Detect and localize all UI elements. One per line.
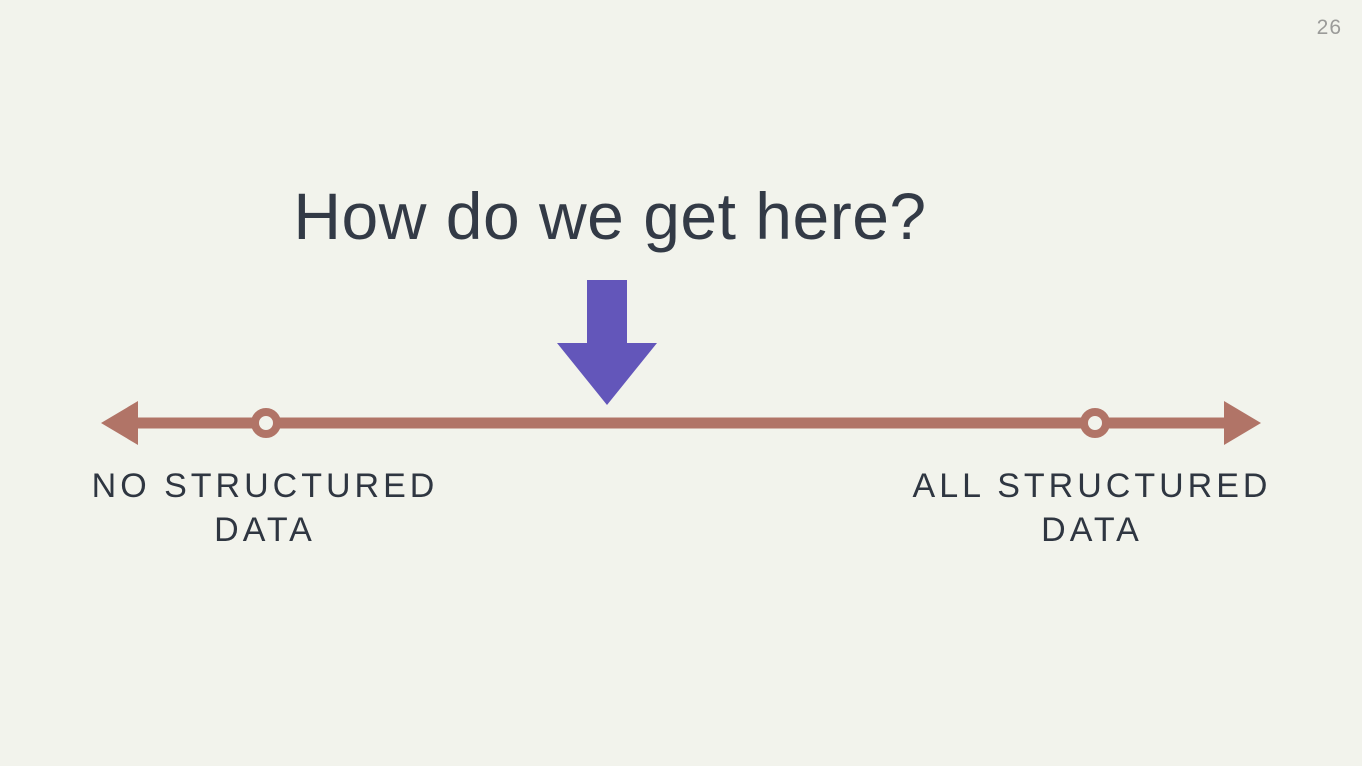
down-arrow-icon [557,280,657,405]
axis-label-line: DATA [214,511,316,549]
arrow-left-icon [101,401,138,445]
slide-title: How do we get here? [293,179,927,253]
axis-label-no-structured-data: NO STRUCTURED DATA [65,464,465,552]
spectrum-line [122,417,1240,429]
circle-marker-icon [1080,408,1110,438]
spectrum-axis [101,401,1261,445]
circle-marker-icon [251,408,281,438]
page-number: 26 [1316,16,1342,39]
axis-label-line: ALL STRUCTURED [912,467,1272,505]
axis-label-all-structured-data: ALL STRUCTURED DATA [892,464,1292,552]
axis-label-line: NO STRUCTURED [91,467,439,505]
axis-label-line: DATA [1041,511,1143,549]
arrow-right-icon [1224,401,1261,445]
